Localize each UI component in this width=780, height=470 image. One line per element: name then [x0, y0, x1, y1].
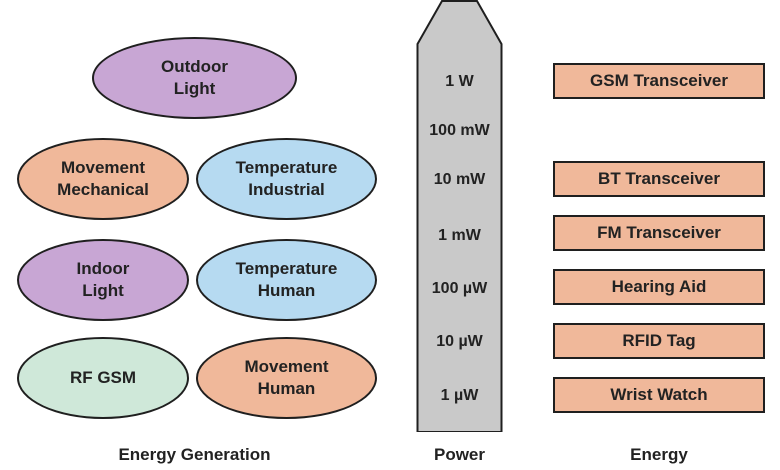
source-temperature-human: Temperature Human — [196, 239, 377, 321]
device-fm-transceiver: FM Transceiver — [553, 215, 765, 251]
device-label: Wrist Watch — [610, 385, 708, 404]
power-level: 1 W — [445, 73, 474, 90]
power-scale-arrow — [416, 0, 503, 432]
source-outdoor-light: Outdoor Light — [92, 37, 297, 119]
source-rf-gsm: RF GSM — [17, 337, 189, 419]
source-label: Movement Human — [244, 357, 329, 398]
device-gsm-transceiver: GSM Transceiver — [553, 63, 765, 99]
source-movement-human: Movement Human — [196, 337, 377, 419]
source-label: Movement Mechanical — [57, 158, 149, 199]
source-temperature-industrial: Temperature Industrial — [196, 138, 377, 220]
source-label: Outdoor Light — [160, 57, 229, 98]
power-level: 1 mW — [438, 227, 481, 244]
power-level: 100 µW — [431, 280, 488, 297]
device-label: GSM Transceiver — [590, 71, 728, 90]
source-label: Indoor Light — [76, 259, 130, 300]
device-bt-transceiver: BT Transceiver — [553, 161, 765, 197]
power-level: 10 mW — [433, 171, 486, 188]
caption-power: Power — [433, 445, 486, 464]
device-hearing-aid: Hearing Aid — [553, 269, 765, 305]
device-label: FM Transceiver — [597, 223, 721, 242]
device-wrist-watch: Wrist Watch — [553, 377, 765, 413]
power-level: 10 µW — [436, 333, 483, 350]
power-level: 100 mW — [429, 122, 490, 139]
source-movement-mechanical: Movement Mechanical — [17, 138, 189, 220]
device-rfid-tag: RFID Tag — [553, 323, 765, 359]
caption-energy-generation: Energy Generation — [118, 445, 271, 464]
caption-energy: Energy — [630, 445, 688, 464]
device-label: Hearing Aid — [611, 277, 707, 296]
source-label: Temperature Industrial — [235, 158, 338, 199]
power-level: 1 µW — [440, 387, 479, 404]
source-indoor-light: Indoor Light — [17, 239, 189, 321]
device-label: BT Transceiver — [598, 169, 720, 188]
device-label: RFID Tag — [622, 331, 696, 350]
source-label: RF GSM — [69, 368, 137, 387]
source-label: Temperature Human — [235, 259, 338, 300]
